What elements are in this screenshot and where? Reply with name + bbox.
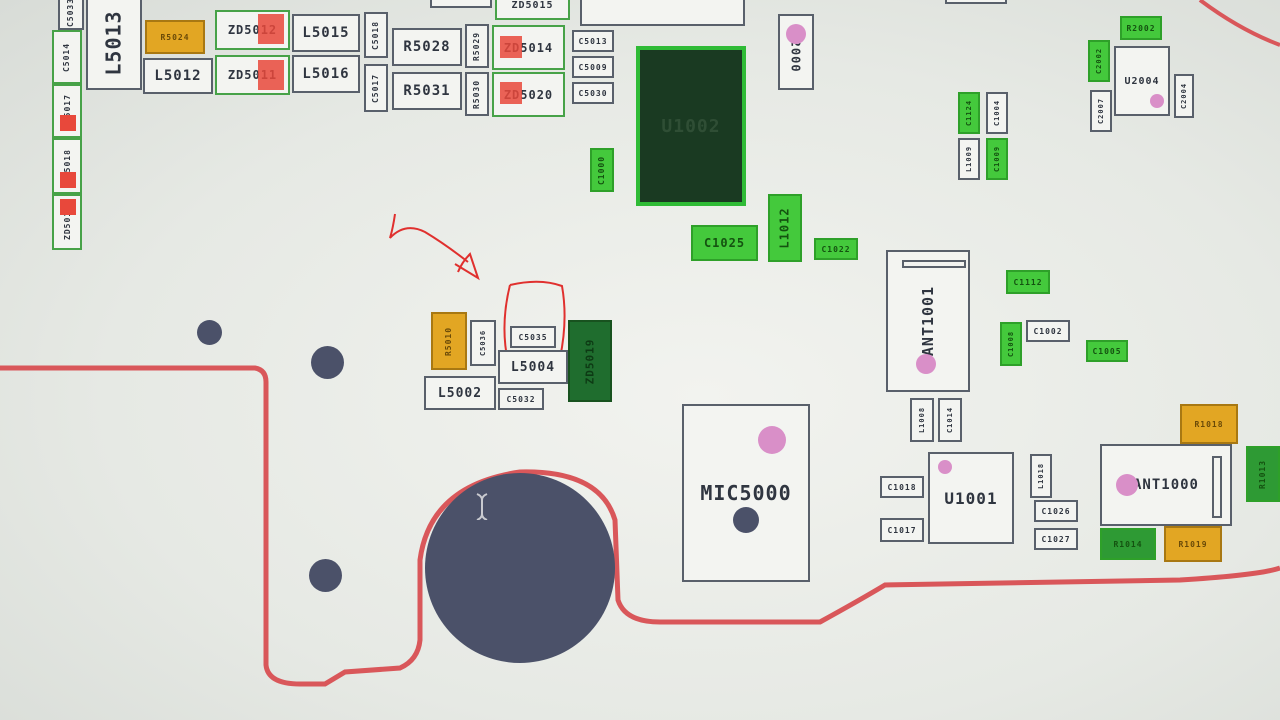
component-c2002[interactable]: C2002 [1088, 40, 1110, 82]
component-r5023[interactable]: R5023 [430, 0, 492, 8]
component-l1012[interactable]: L1012 [768, 194, 802, 262]
component-c1026[interactable]: C1026 [1034, 500, 1078, 522]
component-top-block[interactable] [580, 0, 745, 26]
component-r1013[interactable]: R1013 [1246, 446, 1280, 502]
component-c5009[interactable]: C5009 [572, 56, 614, 78]
component-zd5015[interactable]: ZD5015 [495, 0, 570, 20]
component-r5010[interactable]: R5010 [431, 312, 467, 370]
component-c1009[interactable]: C1009 [986, 138, 1008, 180]
pad-marker [60, 199, 76, 215]
pad-marker [60, 115, 76, 131]
large-mounting-hole [425, 473, 615, 663]
pin1-marker [1116, 474, 1138, 496]
component-c2007[interactable]: C2007 [1090, 90, 1112, 132]
component-c5033[interactable]: C5033 [58, 0, 84, 30]
component-r1014[interactable]: R1014 [1100, 528, 1156, 560]
hand-drawn-arrow-icon [389, 213, 480, 281]
component-c1008[interactable]: C1008 [1000, 322, 1022, 366]
component-l5016[interactable]: L5016 [292, 55, 360, 93]
pin1-marker [938, 460, 952, 474]
component-r1018[interactable]: R1018 [1180, 404, 1238, 444]
mic-port-hole [733, 507, 759, 533]
component-c1124[interactable]: C1124 [958, 92, 980, 134]
component-c5013[interactable]: C5013 [572, 30, 614, 52]
component-c1002[interactable]: C1002 [1026, 320, 1070, 342]
component-l1018[interactable]: L1018 [1030, 454, 1052, 498]
component-c5014[interactable]: C5014 [52, 30, 82, 84]
component-r5030[interactable]: R5030 [465, 72, 489, 116]
via-hole [197, 320, 222, 345]
component-c5036[interactable]: C5036 [470, 320, 496, 366]
pin1-marker [1150, 94, 1164, 108]
antenna-pad [1212, 456, 1222, 518]
component-r5031[interactable]: R5031 [392, 72, 462, 110]
component-c1112[interactable]: C1112 [1006, 270, 1050, 294]
component-l5002[interactable]: L5002 [424, 376, 496, 410]
component-u1002[interactable]: U1002 [636, 46, 746, 206]
component-zd5014[interactable]: ZD5014 [492, 25, 565, 70]
component-l1009[interactable]: L1009 [958, 138, 980, 180]
via-hole [309, 559, 342, 592]
component-r5028[interactable]: R5028 [392, 28, 462, 66]
component-c2004[interactable]: C2004 [1174, 74, 1194, 118]
component-c1025[interactable]: C1025 [691, 225, 758, 261]
component-l1008[interactable]: L1008 [910, 398, 934, 442]
component-c1022[interactable]: C1022 [814, 238, 858, 260]
component-c1018[interactable]: C1018 [880, 476, 924, 498]
component-c5018[interactable]: C5018 [364, 12, 388, 58]
component-r1019[interactable]: R1019 [1164, 526, 1222, 562]
component-c1017[interactable]: C1017 [880, 518, 924, 542]
component-c1005[interactable]: C1005 [1086, 340, 1128, 362]
pad-marker [258, 60, 284, 90]
component-c5035[interactable]: C5035 [510, 326, 556, 348]
component-r2002[interactable]: R2002 [1120, 16, 1162, 40]
pin1-marker [916, 354, 936, 374]
component-zd5017[interactable]: ZD5017 [52, 84, 82, 138]
pin1-marker [786, 24, 806, 44]
component-l5012[interactable]: L5012 [143, 58, 213, 94]
component-c5032[interactable]: C5032 [498, 388, 544, 410]
antenna-pad [902, 260, 966, 268]
component-c5030[interactable]: C5030 [572, 82, 614, 104]
component-l5015[interactable]: L5015 [292, 14, 360, 52]
component-r5024[interactable]: R5024 [145, 20, 205, 54]
component-mic5000[interactable]: MIC5000 [682, 404, 810, 582]
component-l5013[interactable]: L5013 [86, 0, 142, 90]
via-hole [311, 346, 344, 379]
component-l5004[interactable]: L5004 [498, 350, 568, 384]
component-zd5019[interactable]: ZD5019 [568, 320, 612, 402]
component-c1004[interactable]: C1004 [986, 92, 1008, 134]
i-beam-cursor-icon [476, 493, 488, 520]
component-top-right[interactable] [945, 0, 1007, 4]
pad-marker [500, 82, 522, 104]
pad-marker [60, 172, 76, 188]
pad-marker [500, 36, 522, 58]
pin1-marker [758, 426, 786, 454]
component-c5017[interactable]: C5017 [364, 64, 388, 112]
component-c1014[interactable]: C1014 [938, 398, 962, 442]
component-c1000[interactable]: C1000 [590, 148, 614, 192]
component-c1027[interactable]: C1027 [1034, 528, 1078, 550]
pad-marker [258, 14, 284, 44]
component-r5029[interactable]: R5029 [465, 24, 489, 68]
